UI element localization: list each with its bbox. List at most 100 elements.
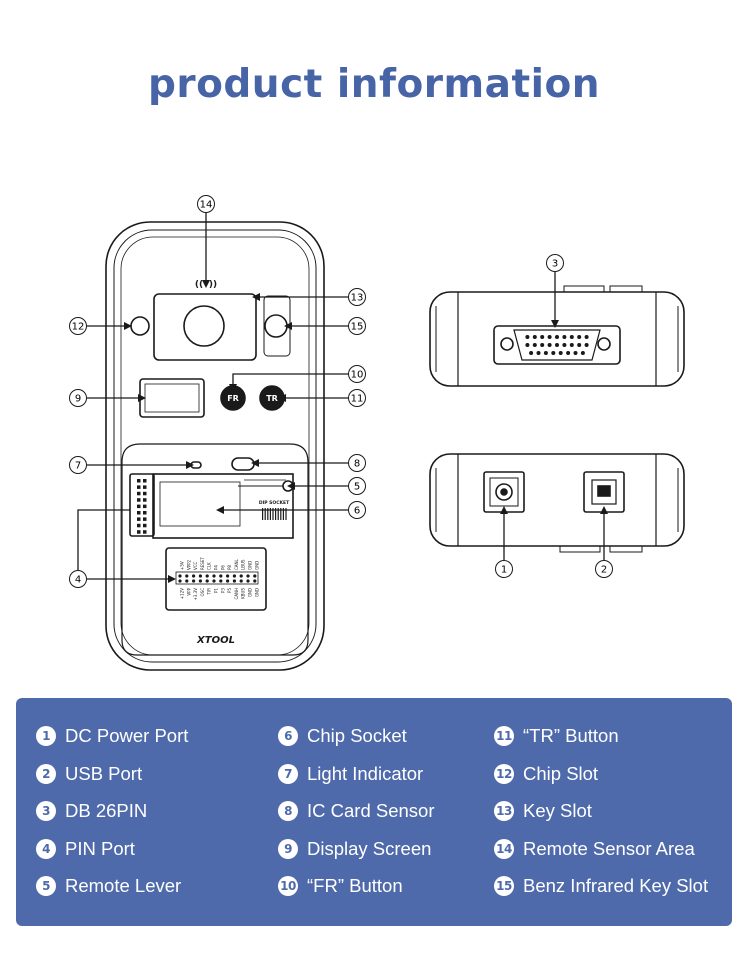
dip-socket-label: DIP SOCKET bbox=[259, 500, 290, 506]
pin-label: P4 bbox=[214, 565, 219, 570]
db26-pin bbox=[543, 351, 548, 355]
port-hole bbox=[232, 574, 236, 578]
pin-label: VPP bbox=[186, 587, 191, 595]
legend-label: Light Indicator bbox=[307, 762, 424, 784]
legend-number-badge: 9 bbox=[278, 839, 298, 859]
dip-pin bbox=[264, 508, 266, 520]
callout-markers: 14 13 12 15 10 11 9 7 8 5 6 4 3 1 2 bbox=[69, 195, 613, 588]
pin-hole bbox=[143, 479, 147, 483]
pin-hole bbox=[137, 517, 141, 521]
pin-label: +12V bbox=[180, 588, 185, 599]
brand-logo: XTOOL bbox=[196, 635, 235, 646]
dip-pin bbox=[285, 508, 287, 520]
port-hole bbox=[192, 579, 196, 583]
legend-number-badge: 10 bbox=[278, 876, 298, 896]
pin-hole bbox=[143, 485, 147, 489]
callout-1: 1 bbox=[495, 560, 513, 578]
legend-number-badge: 8 bbox=[278, 801, 298, 821]
port-hole bbox=[198, 579, 202, 583]
svg-text:8: 8 bbox=[354, 459, 360, 470]
db26-pin bbox=[566, 351, 571, 355]
legend-label: Chip Socket bbox=[307, 724, 407, 746]
svg-text:12: 12 bbox=[72, 322, 85, 333]
db26-pin bbox=[540, 343, 545, 347]
device-side-view bbox=[429, 453, 685, 553]
port-hole bbox=[212, 574, 216, 578]
pin-label: P6 bbox=[220, 565, 225, 570]
legend-item-11: 11“TR” Button bbox=[494, 726, 619, 746]
db26-pin bbox=[562, 343, 567, 347]
db26-pin bbox=[569, 343, 574, 347]
legend-number-badge: 4 bbox=[36, 839, 56, 859]
port-hole bbox=[226, 574, 230, 578]
port-hole bbox=[253, 574, 257, 578]
pin-hole bbox=[137, 491, 141, 496]
db26-pin bbox=[584, 343, 589, 347]
port-hole bbox=[232, 579, 236, 583]
callout-4: 4 bbox=[69, 570, 87, 588]
pin-hole bbox=[143, 530, 147, 534]
pin-hole bbox=[143, 517, 147, 521]
pin-label: RESET bbox=[200, 557, 205, 570]
port-hole bbox=[253, 579, 257, 583]
dip-pin bbox=[275, 508, 277, 520]
port-hole bbox=[219, 579, 223, 583]
db26-pin bbox=[532, 335, 537, 339]
left-pin-grid bbox=[137, 479, 147, 534]
callout-12: 12 bbox=[69, 317, 87, 335]
pin-label: KBUS bbox=[241, 588, 246, 599]
legend-label: “TR” Button bbox=[523, 724, 619, 746]
legend-item-1: 1 DC Power Port bbox=[36, 726, 188, 746]
dip-pin bbox=[280, 508, 282, 520]
legend-number-badge: 1 bbox=[36, 726, 56, 746]
legend-label: IC Card Sensor bbox=[307, 799, 435, 821]
pin-label: CLK bbox=[207, 562, 212, 570]
legend-number-badge: 3 bbox=[36, 801, 56, 821]
pin-label: GND bbox=[254, 561, 259, 570]
pin-label: GND bbox=[248, 588, 253, 597]
callout-13: 13 bbox=[348, 288, 366, 306]
dip-pin bbox=[277, 508, 279, 520]
device-rear-view bbox=[429, 285, 685, 387]
page-title: product information bbox=[147, 62, 601, 107]
port-hole bbox=[198, 574, 202, 578]
pin-hole bbox=[143, 491, 147, 496]
svg-text:2: 2 bbox=[601, 565, 607, 576]
pin-label: +3.3V bbox=[193, 588, 198, 601]
tr-button-label: TR bbox=[266, 394, 278, 403]
svg-text:4: 4 bbox=[75, 575, 81, 586]
db26-pin bbox=[573, 351, 578, 355]
callout-7: 7 bbox=[69, 456, 87, 474]
legend-number-badge: 14 bbox=[494, 839, 514, 859]
legend-label: “FR” Button bbox=[307, 874, 403, 896]
db26-pin bbox=[536, 351, 541, 355]
legend-label: DC Power Port bbox=[65, 724, 189, 746]
pin-label: GND bbox=[248, 561, 253, 570]
db26-pin bbox=[580, 351, 585, 355]
port-hole bbox=[192, 574, 196, 578]
pin-label: VCC bbox=[193, 561, 198, 570]
db26-pin bbox=[555, 335, 559, 339]
port-hole bbox=[226, 579, 230, 583]
callout-14: 14 bbox=[197, 195, 215, 213]
callout-11: 11 bbox=[348, 389, 366, 407]
svg-text:14: 14 bbox=[200, 200, 213, 211]
svg-text:10: 10 bbox=[351, 370, 364, 381]
db26-pins bbox=[525, 335, 589, 355]
legend-label: Key Slot bbox=[523, 799, 592, 821]
svg-text:15: 15 bbox=[351, 322, 364, 333]
db26-pin bbox=[547, 343, 552, 347]
db26-pin bbox=[525, 335, 530, 339]
svg-text:13: 13 bbox=[351, 293, 364, 304]
port-hole bbox=[246, 579, 250, 583]
pin-hole bbox=[137, 511, 141, 515]
db26-pin bbox=[529, 351, 534, 355]
svg-text:5: 5 bbox=[354, 482, 360, 493]
db26-pin bbox=[547, 335, 552, 339]
